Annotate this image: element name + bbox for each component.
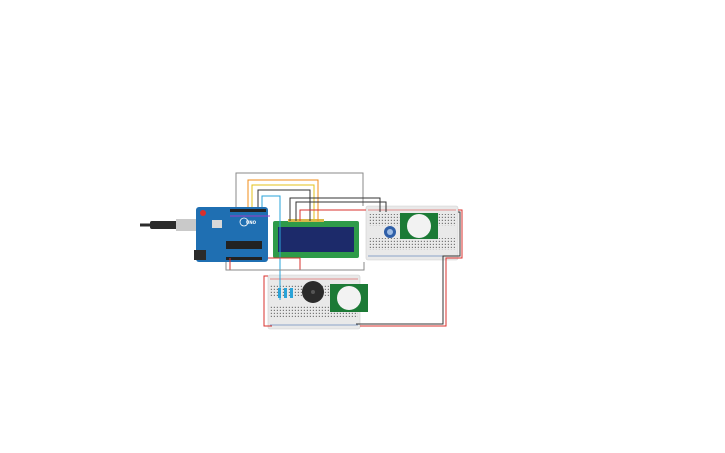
wire-red-4[interactable]	[263, 275, 272, 327]
wire-black[interactable]	[257, 189, 311, 221]
wire-black-4[interactable]	[356, 211, 461, 325]
wire-red-3[interactable]	[360, 209, 463, 327]
arduino-board-icon	[196, 207, 268, 262]
wire-red[interactable]	[299, 209, 366, 221]
pir-sensor-top[interactable]	[400, 213, 438, 239]
piezo-buzzer[interactable]	[302, 281, 324, 303]
wire-black-2[interactable]	[289, 197, 381, 221]
wire-orange[interactable]	[247, 179, 319, 221]
arduino-label: UNO	[246, 220, 257, 225]
wire-yellow[interactable]	[251, 184, 315, 221]
arduino-uno[interactable]: UNO	[194, 207, 268, 262]
wire-gray[interactable]	[235, 172, 364, 207]
wires	[225, 172, 463, 327]
usb-cable[interactable]	[140, 219, 196, 231]
wire-gray-2[interactable]	[225, 262, 365, 271]
pir-sensor-bottom[interactable]	[330, 284, 368, 312]
wire-blue[interactable]	[261, 195, 281, 300]
wire-black-3[interactable]	[295, 201, 387, 221]
usb-plug-icon	[150, 221, 178, 229]
lcd-16x2[interactable]	[273, 219, 359, 258]
potentiometer[interactable]	[384, 226, 396, 238]
